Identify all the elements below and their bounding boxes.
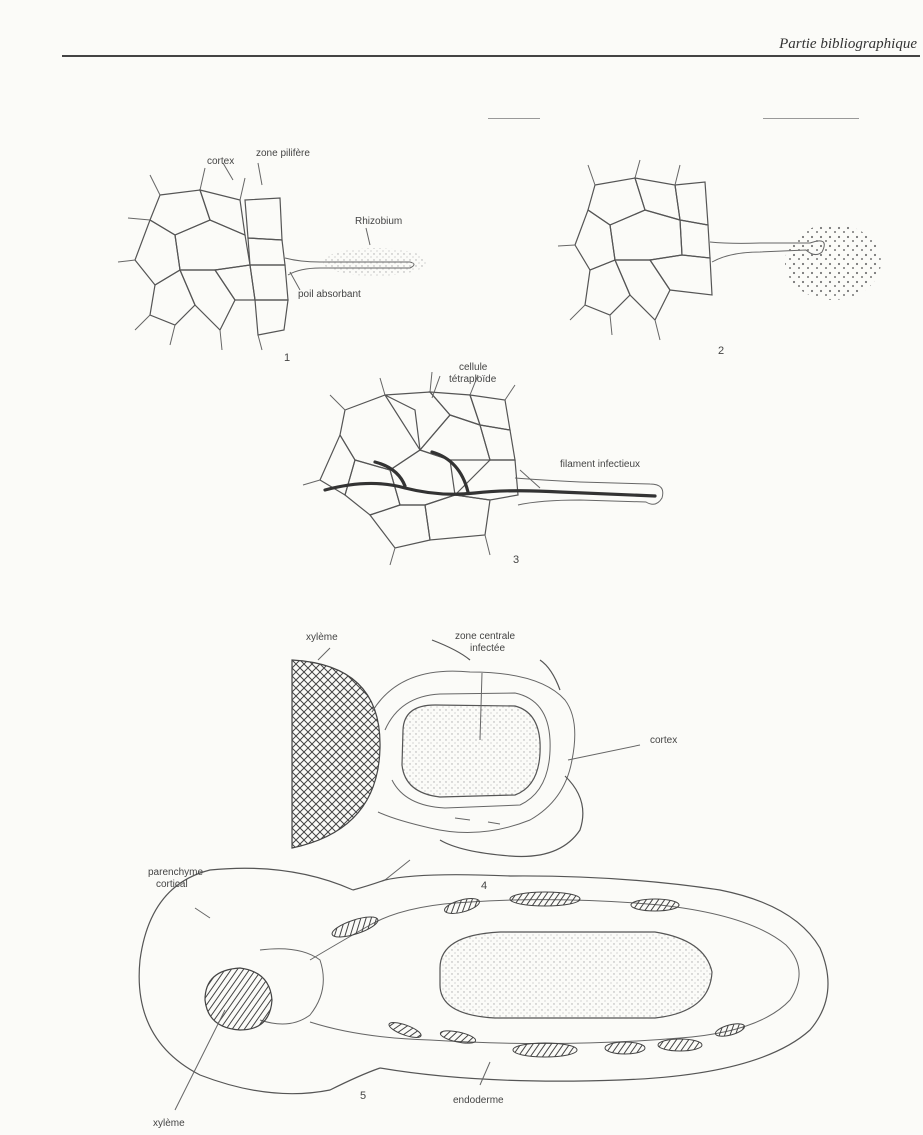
figure-5-number: 5 [360,1090,366,1102]
label-cellule: cellule [459,362,487,373]
label-zone-pilifere: zone pilifère [256,148,310,159]
figure-5-mature-nodule [139,868,828,1110]
figure-3-number: 3 [513,554,519,566]
label-tetraploide: tétraploïde [449,374,496,385]
label-rhizobium: Rhizobium [355,216,402,227]
figure-1-root-cells [118,163,427,350]
label-zone-centrale: zone centrale [455,631,515,642]
figure-4-number: 4 [481,880,487,892]
figure-2-curled-root-hair [558,160,881,340]
label-endoderme: endoderme [453,1095,504,1106]
figure-2-number: 2 [718,345,724,357]
label-cortex: cortex [207,156,234,167]
label-parenchyme: parenchyme [148,867,203,878]
label-infectee: infectée [470,643,505,654]
label-poil-absorbant: poil absorbant [298,289,361,300]
label-xyleme-fig5: xylème [153,1118,185,1129]
label-filament-infectieux: filament infectieux [560,459,640,470]
label-cortical: cortical [156,879,188,890]
figure-1-number: 1 [284,352,290,364]
figure-4-young-nodule [292,640,640,880]
label-cortex-fig4: cortex [650,735,677,746]
label-xyleme-fig4: xylème [306,632,338,643]
